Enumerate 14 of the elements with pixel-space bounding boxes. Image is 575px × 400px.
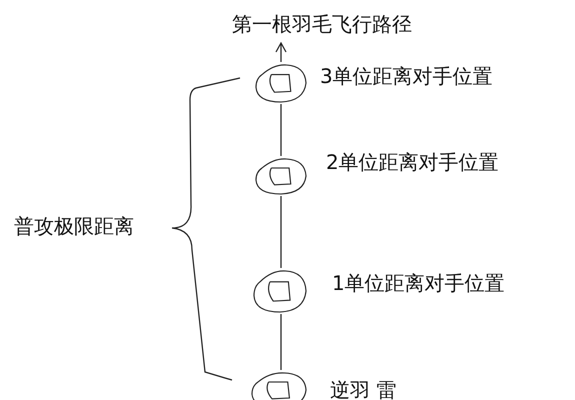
position-label: 2单位距离对手位置	[326, 150, 499, 174]
opponent-position-scribble	[252, 268, 308, 314]
flight-path-line	[275, 42, 287, 62]
range-label: 普攻极限距离	[14, 214, 134, 238]
opponent-position-scribble	[254, 62, 308, 104]
flight-path-line	[280, 314, 282, 370]
opponent-position-scribble	[250, 370, 308, 400]
position-label: 1单位距离对手位置	[332, 271, 505, 295]
flight-path-line	[280, 196, 282, 268]
opponent-position-scribble	[254, 156, 308, 196]
flight-path-line	[280, 104, 282, 156]
position-label: 3单位距离对手位置	[320, 64, 493, 88]
position-label: 逆羽 雷	[330, 378, 396, 400]
title-text: 第一根羽毛飞行路径	[232, 12, 458, 40]
